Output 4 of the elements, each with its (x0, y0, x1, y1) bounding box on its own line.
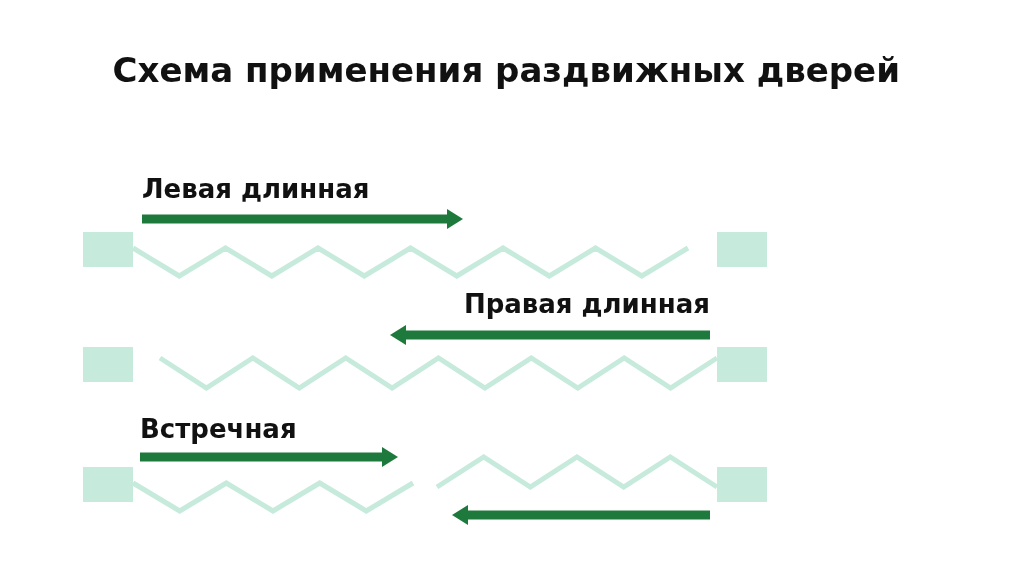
diagram-title: Схема применения раздвижных дверей (112, 50, 900, 90)
option-label: Встречная (140, 414, 297, 444)
option-label: Левая длинная (142, 174, 370, 204)
option-label: Правая длинная (463, 289, 710, 319)
